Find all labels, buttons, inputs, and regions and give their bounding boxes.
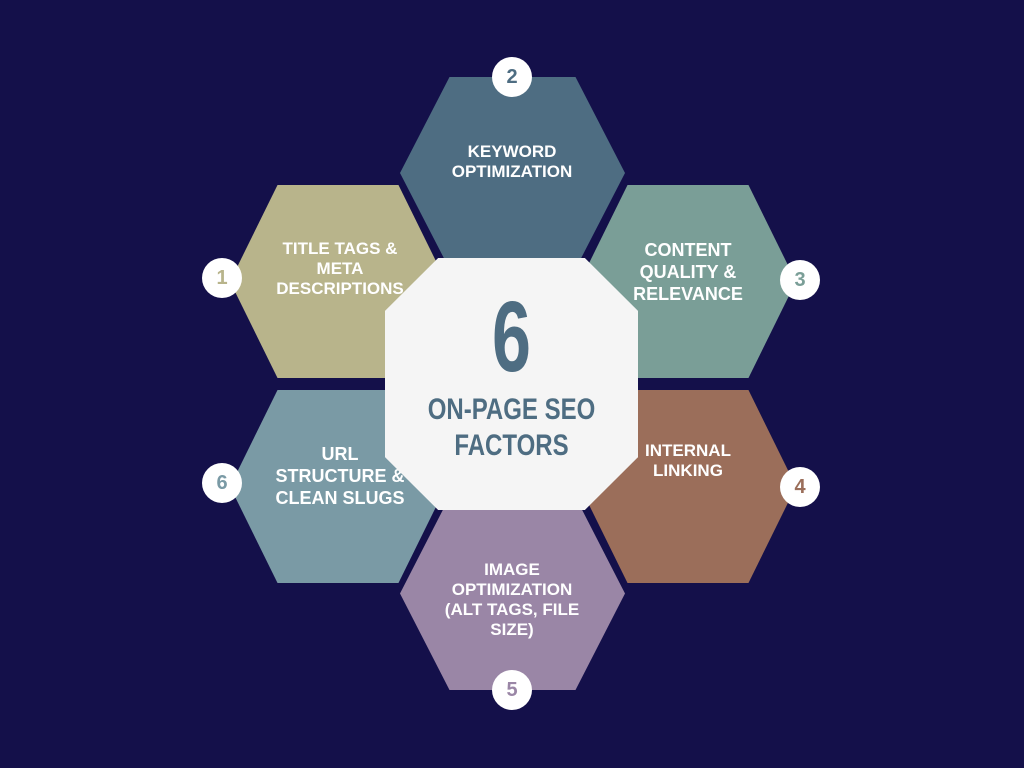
center-number: 6 xyxy=(492,281,531,393)
center-title: ON-PAGE SEO FACTORS xyxy=(427,393,596,462)
number-badge-6: 6 xyxy=(202,463,242,503)
label-keyword-optimization: KEYWORD OPTIMIZATION xyxy=(451,142,573,181)
number-badge-1: 1 xyxy=(202,258,242,298)
label-title-tags: TITLE TAGS & META DESCRIPTIONS xyxy=(276,239,404,298)
label-image-optimization: IMAGE OPTIMIZATION (ALT TAGS, FILE SIZE) xyxy=(444,560,580,639)
number-badge-5: 5 xyxy=(492,670,532,710)
number-badge-3: 3 xyxy=(780,260,820,300)
label-internal-linking: INTERNAL LINKING xyxy=(645,441,731,480)
label-content-quality: CONTENT QUALITY & RELEVANCE xyxy=(633,240,743,304)
number-badge-2: 2 xyxy=(492,57,532,97)
hex-image-optimization xyxy=(400,497,625,690)
label-url-structure: URL STRUCTURE & CLEAN SLUGS xyxy=(275,444,405,508)
number-badge-4: 4 xyxy=(780,467,820,507)
hex-keyword-optimization xyxy=(400,77,625,269)
center-octagon xyxy=(385,258,638,510)
